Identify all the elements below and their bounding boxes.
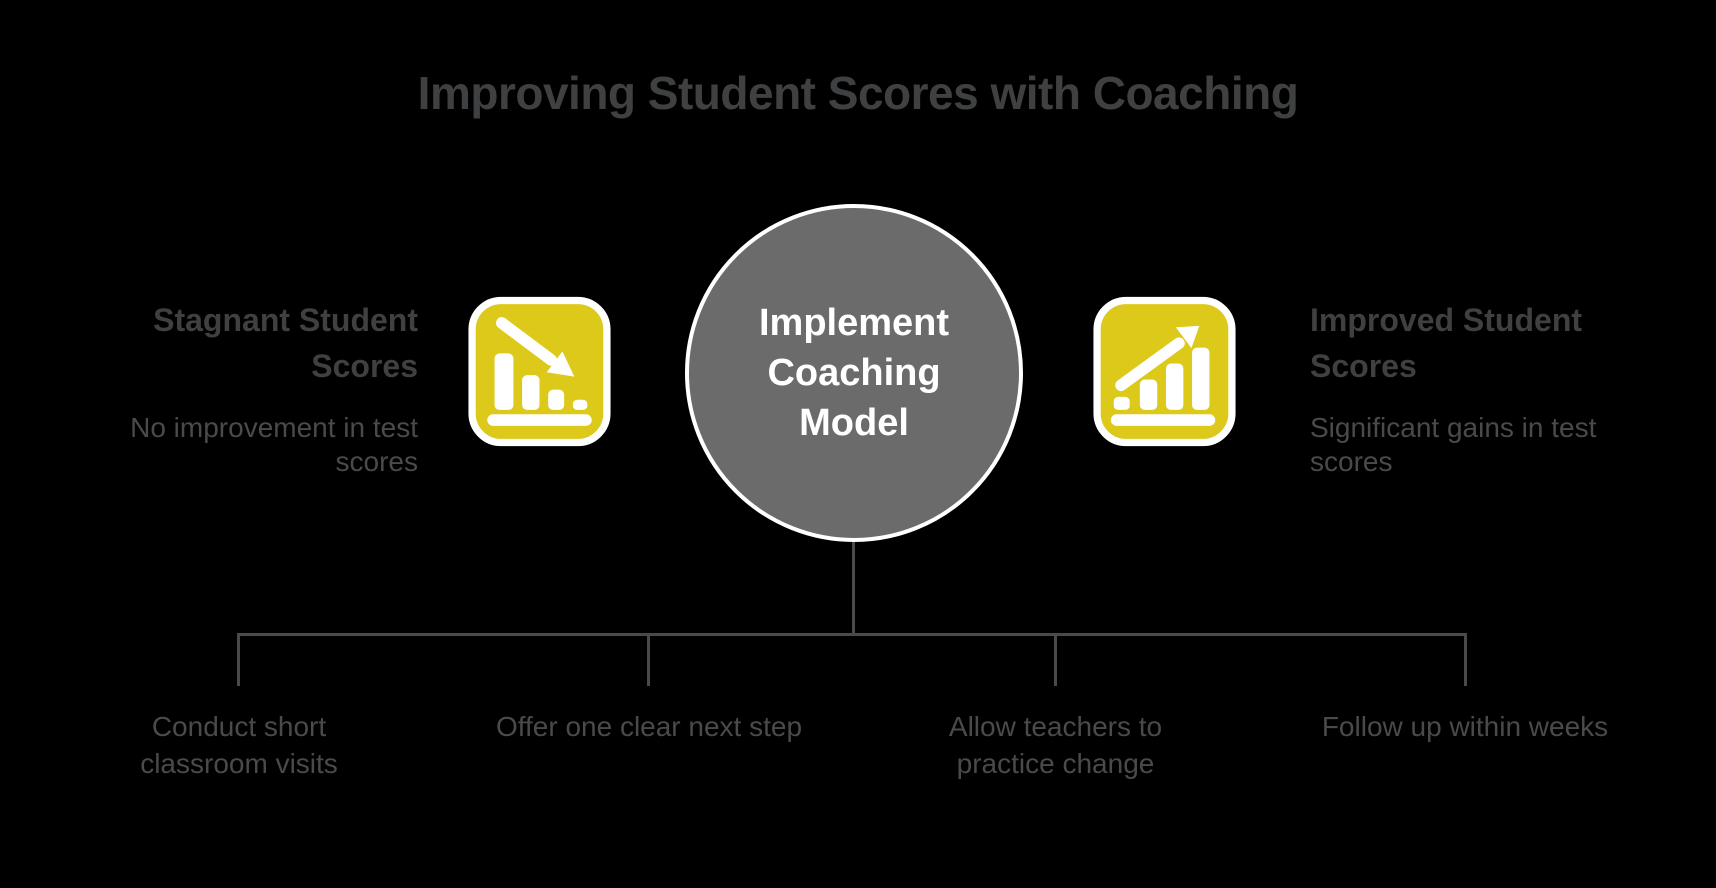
- connector-horizontal: [237, 633, 1467, 636]
- improved-scores-description: Significant gains in test scores: [1310, 412, 1597, 477]
- stagnant-scores-description: No improvement in test scores: [130, 412, 418, 477]
- connector-center-vertical: [852, 542, 855, 634]
- step-label-next-step: Offer one clear next step: [495, 711, 803, 742]
- stagnant-scores-block: Stagnant Student Scores No improvement i…: [86, 297, 418, 479]
- rising-bar-chart-icon: [1092, 295, 1237, 448]
- connector-drop-4: [1464, 633, 1467, 686]
- connector-drop-1: [237, 633, 240, 686]
- stagnant-scores-heading: Stagnant Student Scores: [153, 302, 418, 384]
- step-label-practice-change: Allow teachers to practice change: [948, 711, 1163, 779]
- center-node-label: Implement Coaching Model: [758, 302, 950, 444]
- declining-bar-chart-icon: [467, 295, 612, 448]
- step-label-follow-up: Follow up within weeks: [1321, 711, 1609, 742]
- step-label-conduct-visits: Conduct short classroom visits: [140, 711, 338, 779]
- page-title: Improving Student Scores with Coaching: [417, 67, 1299, 119]
- improved-scores-heading: Improved Student Scores: [1310, 302, 1583, 384]
- connector-drop-2: [647, 633, 650, 686]
- connector-drop-3: [1054, 633, 1057, 686]
- improved-scores-block: Improved Student Scores Significant gain…: [1310, 297, 1642, 479]
- implement-coaching-model-node: Implement Coaching Model: [685, 204, 1023, 542]
